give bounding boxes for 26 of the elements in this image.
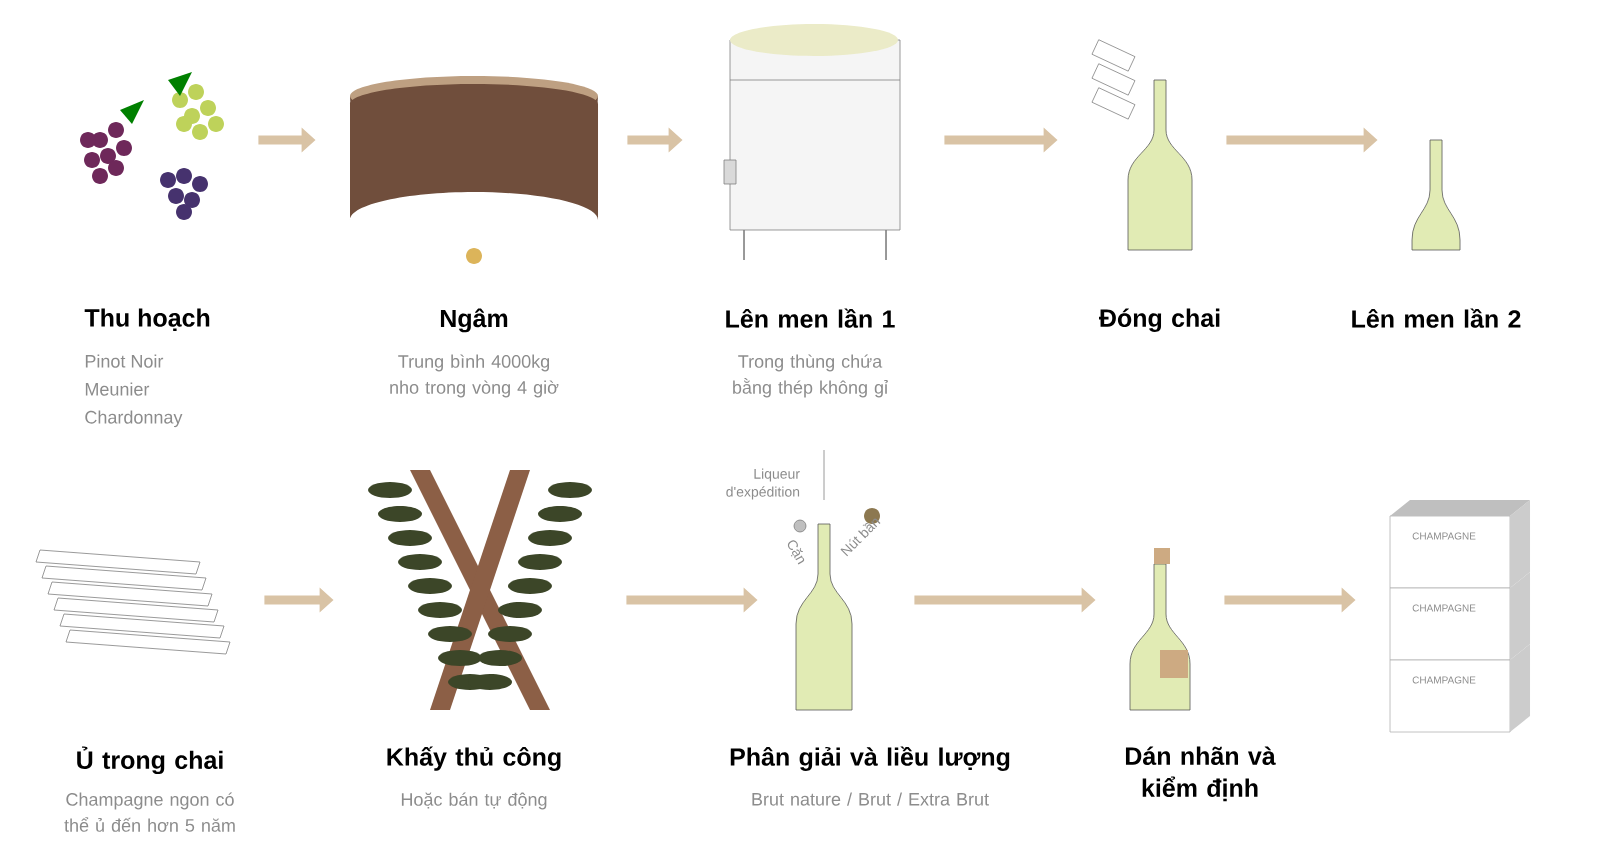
- step-title: Khấy thủ công: [387, 746, 561, 771]
- step-description: Champagne ngon có thể ủ đến hơn 5 năm: [64, 792, 235, 832]
- step-title: Phân giải và liều lượng: [730, 746, 1010, 771]
- step-title: Đóng chai: [1099, 308, 1220, 333]
- step-drawing: [35, 549, 231, 655]
- step-title: Lên men lần 1: [726, 308, 895, 328]
- step-drawing: [1129, 548, 1191, 711]
- step-title: Thu hoạch: [84, 308, 210, 331]
- step-title: Ủ trong chai: [77, 746, 223, 775]
- step-description: Chardonnay: [85, 410, 183, 428]
- step-drawing: [350, 76, 598, 264]
- step-title: Dán nhãn và kiểm định: [1125, 746, 1276, 802]
- step-drawing: [368, 470, 592, 710]
- step-drawing: [723, 24, 901, 261]
- step-title: Ngâm: [440, 308, 508, 333]
- step-description: Trung bình 4000kg nho trong vòng 4 giờ: [390, 354, 559, 398]
- step-drawing: [1389, 500, 1530, 733]
- step-description: Brut nature / Brut / Extra Brut: [752, 792, 989, 806]
- step-description: Meunier: [85, 382, 150, 396]
- step-description: Hoặc bán tự động: [401, 792, 547, 810]
- step-drawing: [1091, 39, 1193, 251]
- step-title: Lên men lần 2: [1352, 308, 1521, 328]
- step-description: Trong thùng chứa bằng thép không gỉ: [733, 354, 888, 398]
- step-description: Pinot Noir: [85, 354, 164, 368]
- step-drawing: [1411, 139, 1461, 251]
- step-drawing: [80, 72, 224, 220]
